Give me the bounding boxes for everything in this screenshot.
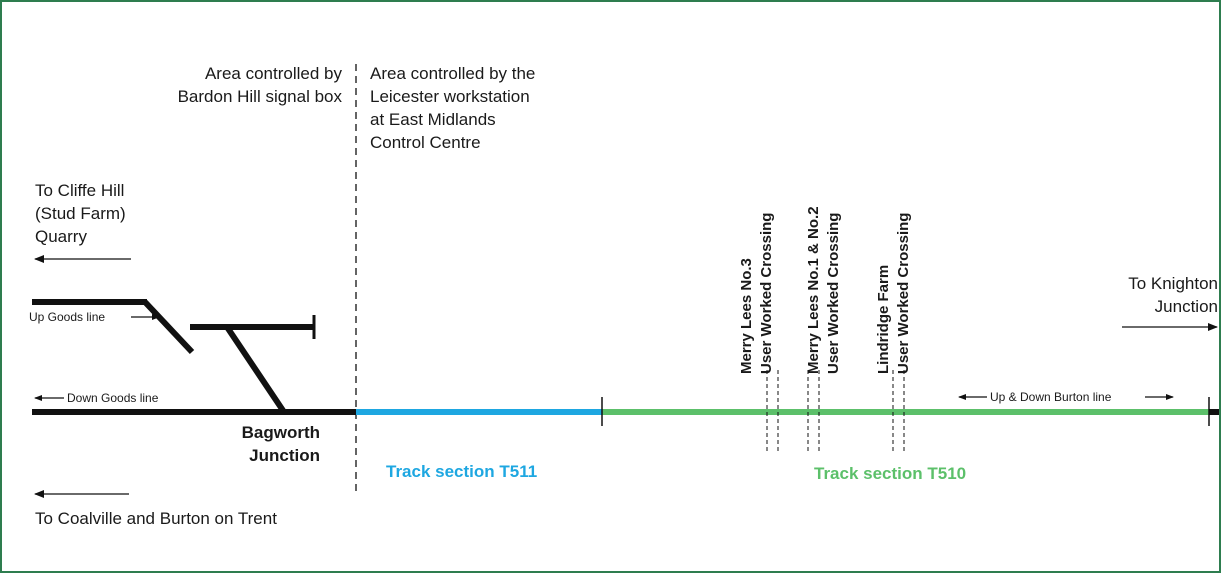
- track-section-t511-label: Track section T511: [386, 462, 538, 481]
- leicester-control-label: Area controlled by the Leicester worksta…: [370, 64, 536, 152]
- junction-track: [32, 299, 356, 415]
- knighton-destination-label: To Knighton Junction: [1128, 274, 1218, 316]
- up-goods-crossover: [224, 325, 287, 414]
- coalville-destination-label: To Coalville and Burton on Trent: [35, 509, 277, 528]
- up-goods-line-label: Up Goods line: [29, 310, 106, 324]
- siding-crossover: [142, 299, 195, 355]
- cliffe-hill-destination-label: To Cliffe Hill (Stud Farm) Quarry: [35, 181, 126, 246]
- down-goods-line-label: Down Goods line: [67, 391, 159, 405]
- up-down-burton-line-label: Up & Down Burton line: [990, 390, 1112, 404]
- lindridge-farm-crossing-label: Lindridge Farm User Worked Crossing: [875, 212, 912, 374]
- merry-lees-3-crossing-label: Merry Lees No.3 User Worked Crossing: [738, 212, 775, 374]
- bardon-hill-control-label: Area controlled by Bardon Hill signal bo…: [177, 64, 342, 106]
- bagworth-junction-label: Bagworth Junction: [241, 423, 320, 465]
- crossing-markers: [766, 370, 905, 454]
- merry-lees-1-2-crossing-label: Merry Lees No.1 & No.2 User Worked Cross…: [805, 206, 842, 374]
- track-section-t510-label: Track section T510: [814, 464, 967, 483]
